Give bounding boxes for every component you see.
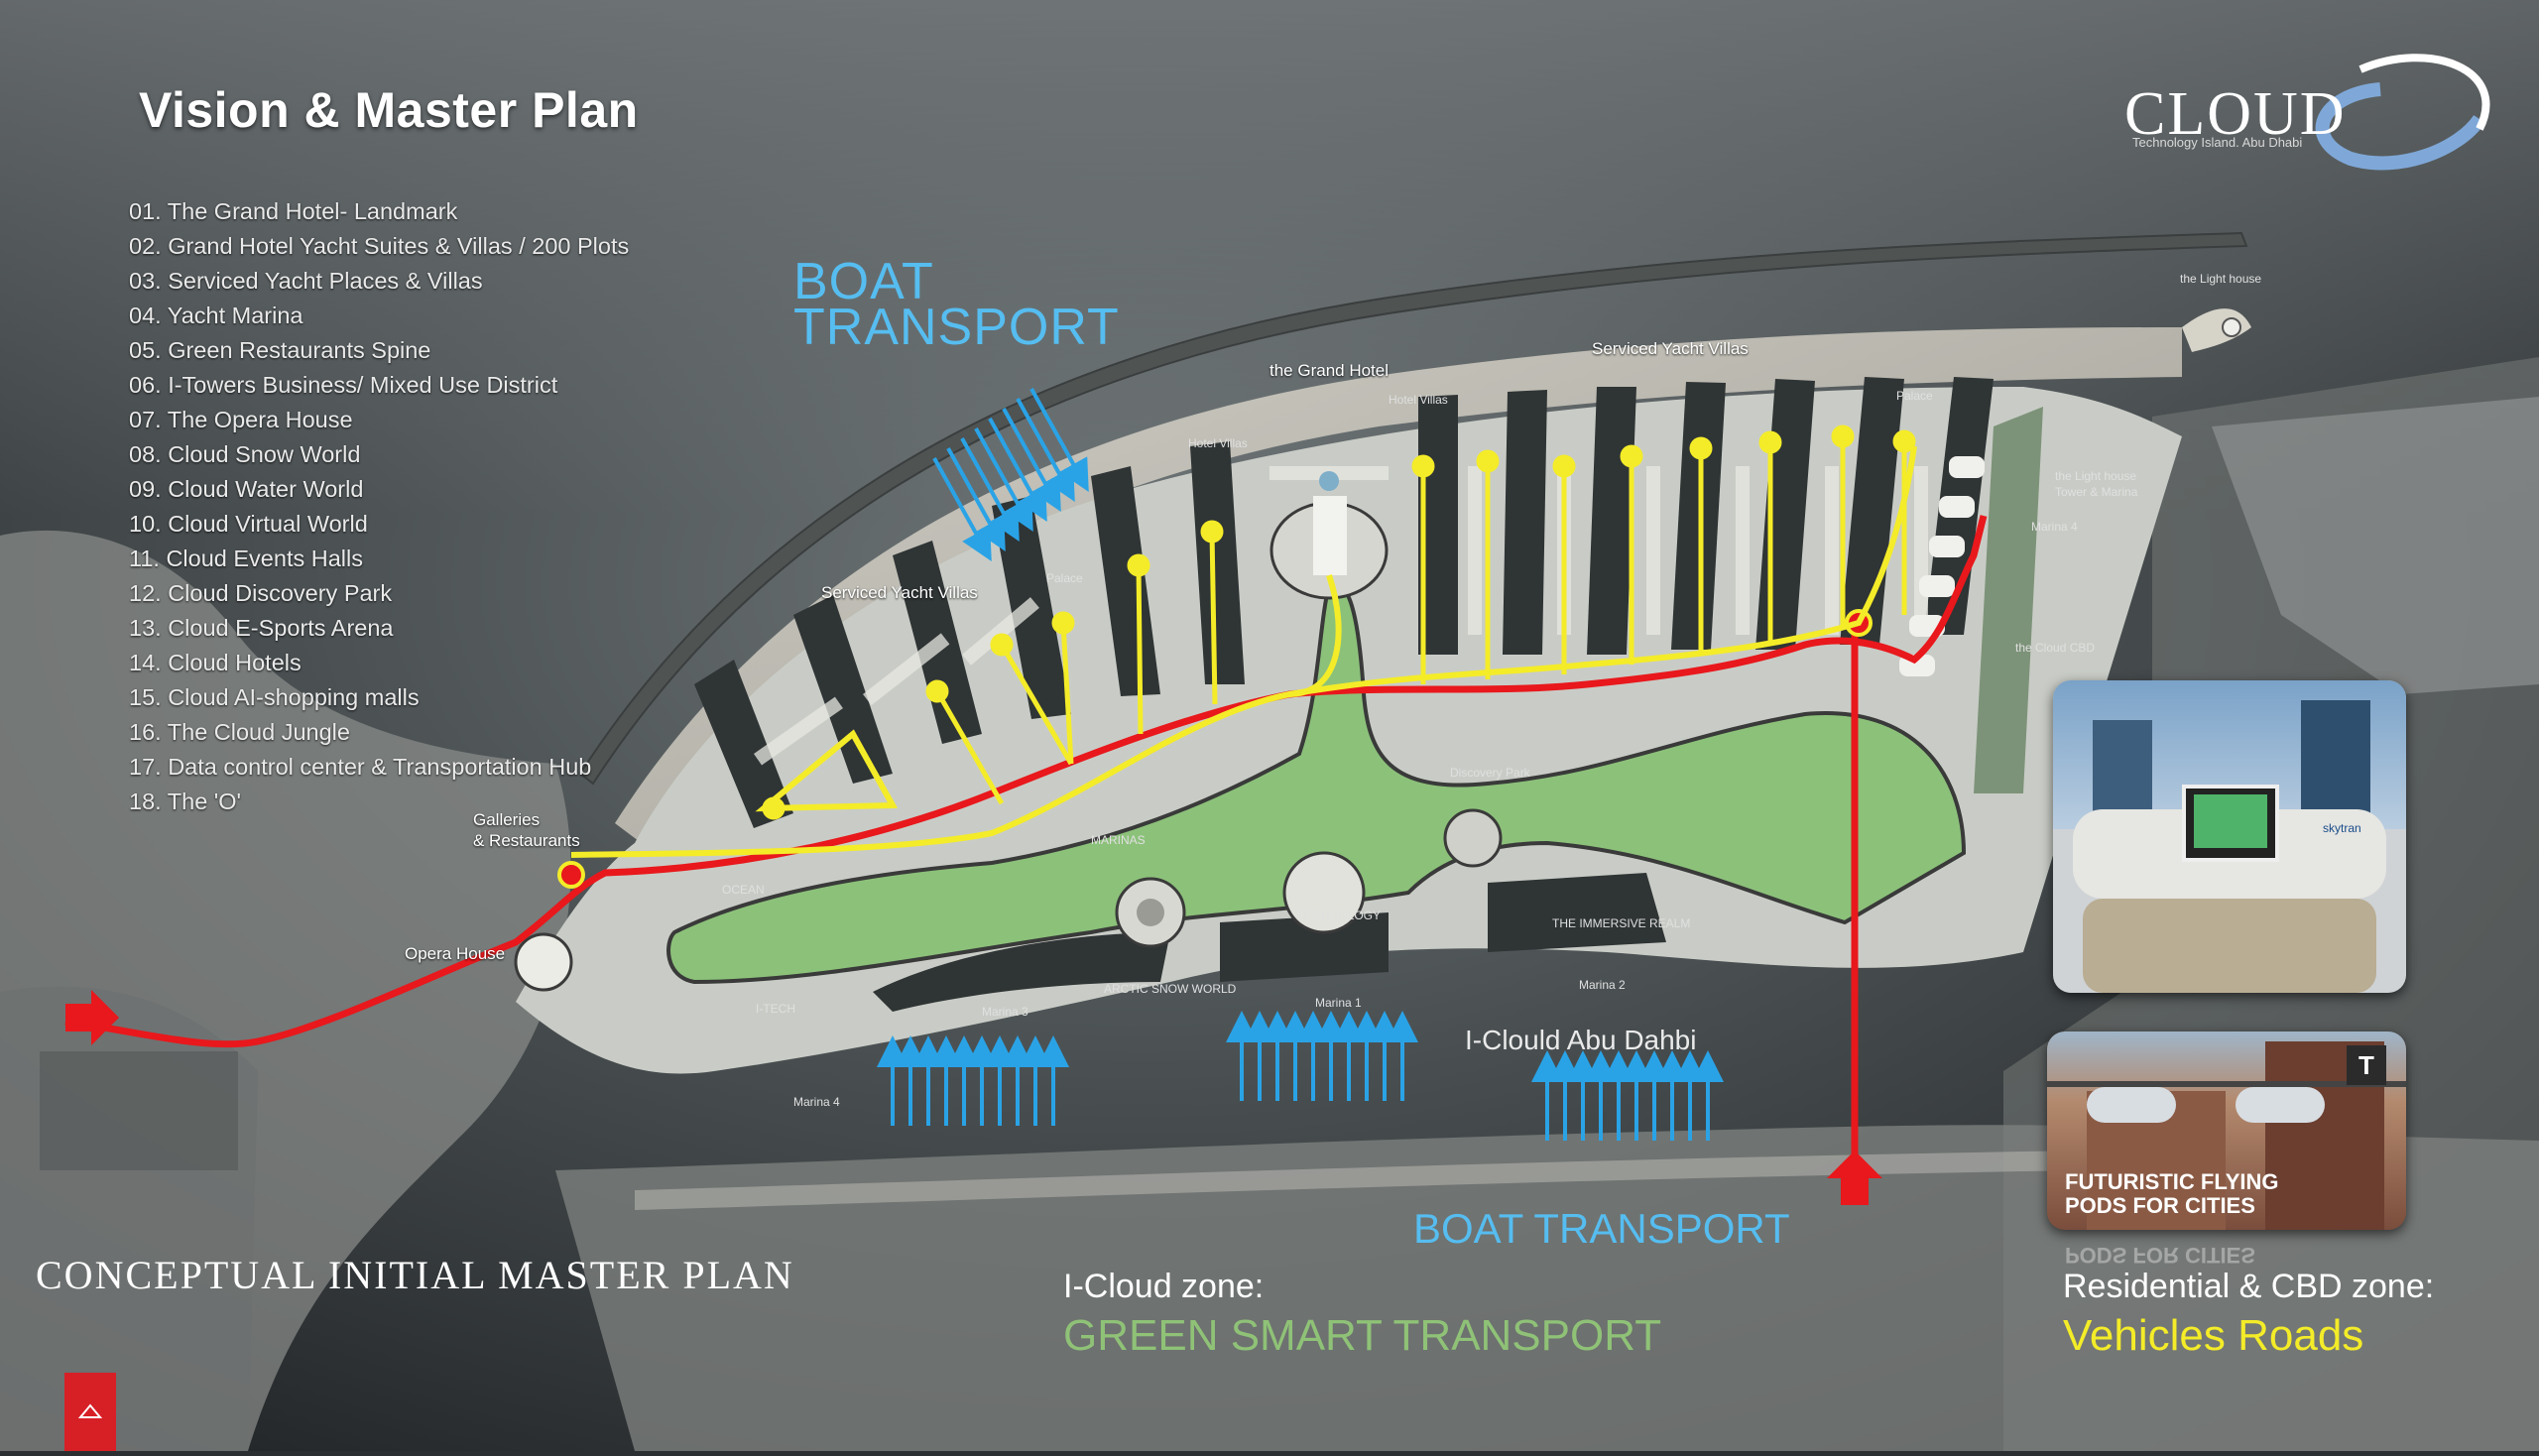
yacht-canals [694, 377, 1994, 828]
label-opera-house: Opera House [405, 944, 506, 963]
label-technology: TECHNOLOGY [1297, 909, 1382, 922]
green-zone [666, 581, 1967, 985]
label-lighthouse: the Light house [2180, 272, 2262, 286]
legend-item: 15. Cloud AI-shopping malls [129, 684, 420, 710]
boat-transport-bottom-label: BOAT TRANSPORT [1413, 1205, 1790, 1252]
boat-arrows-center [1226, 1011, 1418, 1101]
boat-arrows-right [1531, 1050, 1724, 1141]
vehicle-road-red [64, 515, 1988, 1160]
label-marina4-right: Marina 4 [2031, 520, 2078, 534]
south-marinas [873, 873, 1666, 1012]
cbd-towers [1899, 456, 1985, 676]
label-serviced-villas-left: Serviced Yacht Villas [821, 583, 978, 602]
legend-item: 09. Cloud Water World [129, 476, 364, 502]
icloud-zone-label: I-Cloud zone: [1063, 1268, 1265, 1305]
legend-item: 12. Cloud Discovery Park [129, 580, 393, 606]
cloud-logo-tagline: Technology Island. Abu Dhabi [2132, 135, 2303, 150]
label-serviced-villas-top: Serviced Yacht Villas [1592, 339, 1749, 358]
label-palace-2: Palace [1896, 389, 1933, 403]
boat-arrows-diagonal [932, 388, 1089, 561]
concept-caption: CONCEPTUAL INITIAL MASTER PLAN [36, 1253, 794, 1297]
cloud-logo-text: CLOUD [2124, 80, 2347, 148]
label-hotel-villas-1: Hotel Villas [1188, 436, 1248, 450]
icloud-abu-dhabi-label: I-Clould Abu Dahbi [1465, 1025, 1697, 1055]
label-discovery-park: Discovery Park [1450, 766, 1530, 780]
label-marina-2: Marina 2 [1579, 978, 1626, 992]
boat-arrows-left [877, 1035, 1069, 1126]
smart-transport-branches [762, 425, 1916, 820]
legend-item: 07. The Opera House [129, 407, 353, 432]
road-arrow-bottom [1827, 1151, 1882, 1205]
triangle-up-icon [77, 1403, 103, 1418]
legend-item: 08. Cloud Snow World [129, 441, 361, 467]
label-marina-4-left: Marina 4 [793, 1095, 840, 1109]
label-lighthouse-tower: the Light house Tower & Marina [2055, 469, 2138, 499]
legend-item: 02. Grand Hotel Yacht Suites & Villas / … [129, 233, 630, 259]
label-hotel-villas-2: Hotel Villas [1389, 393, 1448, 407]
grand-hotel-landmark [1270, 471, 1389, 600]
legend-item: 16. The Cloud Jungle [129, 719, 350, 745]
icloud-zone-value: GREEN SMART TRANSPORT [1063, 1311, 1662, 1360]
label-marina-1: Marina 1 [1315, 996, 1362, 1010]
smart-transport-yellow [570, 445, 1917, 858]
label-marinas: MARINAS [1091, 833, 1146, 847]
cloud-logo-icon [2315, 54, 2490, 171]
transport-hub-left [557, 861, 585, 889]
villa-plots [754, 466, 1928, 766]
page-title: Vision & Master Plan [139, 82, 639, 138]
legend-item: 05. Green Restaurants Spine [129, 337, 431, 363]
legend-item: 11. Cloud Events Halls [129, 546, 363, 571]
label-palace-1: Palace [1046, 571, 1083, 585]
nav-badge[interactable] [64, 1373, 116, 1451]
photo-caption-reflection: PODS FOR CITIES [2065, 1243, 2255, 1268]
legend-item: 17. Data control center & Transportation… [129, 754, 592, 780]
legend-item: 04. Yacht Marina [129, 303, 303, 328]
label-grand-hotel: the Grand Hotel [1270, 361, 1390, 380]
residential-zone-label: Residential & CBD zone: [2063, 1268, 2435, 1305]
tv-badge-icon: T [2347, 1045, 2386, 1085]
label-galleries: Galleries & Restaurants [473, 810, 580, 850]
photo-caption: FUTURISTIC FLYING PODS FOR CITIES [2065, 1169, 2279, 1218]
residential-zone-value: Vehicles Roads [2063, 1311, 2364, 1360]
legend-item: 13. Cloud E-Sports Arena [129, 615, 394, 641]
label-arctic-snow-world: ARCTIC SNOW WORLD [1104, 982, 1237, 996]
opera-house-dome [514, 932, 573, 992]
label-i-tech: I-TECH [756, 1002, 795, 1016]
left-marina [40, 1051, 238, 1170]
label-cloud-cbd: the Cloud CBD [2015, 641, 2096, 655]
mainland-bottom [555, 1125, 2539, 1451]
label-marina-3: Marina 3 [982, 1005, 1028, 1019]
technology-dome [1282, 851, 1366, 934]
legend-item: 10. Cloud Virtual World [129, 511, 368, 537]
right-port [2212, 397, 2539, 694]
skytran-pod-interior-photo: skytran [2053, 680, 2406, 993]
road-arrow-left [65, 990, 119, 1045]
pod-brand: skytran [2323, 821, 2361, 835]
legend-item: 03. Serviced Yacht Places & Villas [129, 268, 483, 294]
label-ocean: OCEAN [722, 883, 765, 897]
legend-item: 01. The Grand Hotel- Landmark [129, 198, 458, 224]
label-immersive-realm: THE IMMERSIVE REALM [1552, 916, 1691, 930]
legend-item: 06. I-Towers Business/ Mixed Use Distric… [129, 372, 558, 398]
legend-item: 18. The 'O' [129, 789, 242, 814]
plan-legend: 01. The Grand Hotel- Landmark 02. Grand … [129, 194, 629, 819]
cbd-strip [1974, 407, 2043, 793]
legend-item: 14. Cloud Hotels [129, 650, 302, 675]
boat-transport-top-label: BOAT TRANSPORT [793, 253, 1120, 356]
flying-pods-photo: T [2047, 1031, 2406, 1230]
